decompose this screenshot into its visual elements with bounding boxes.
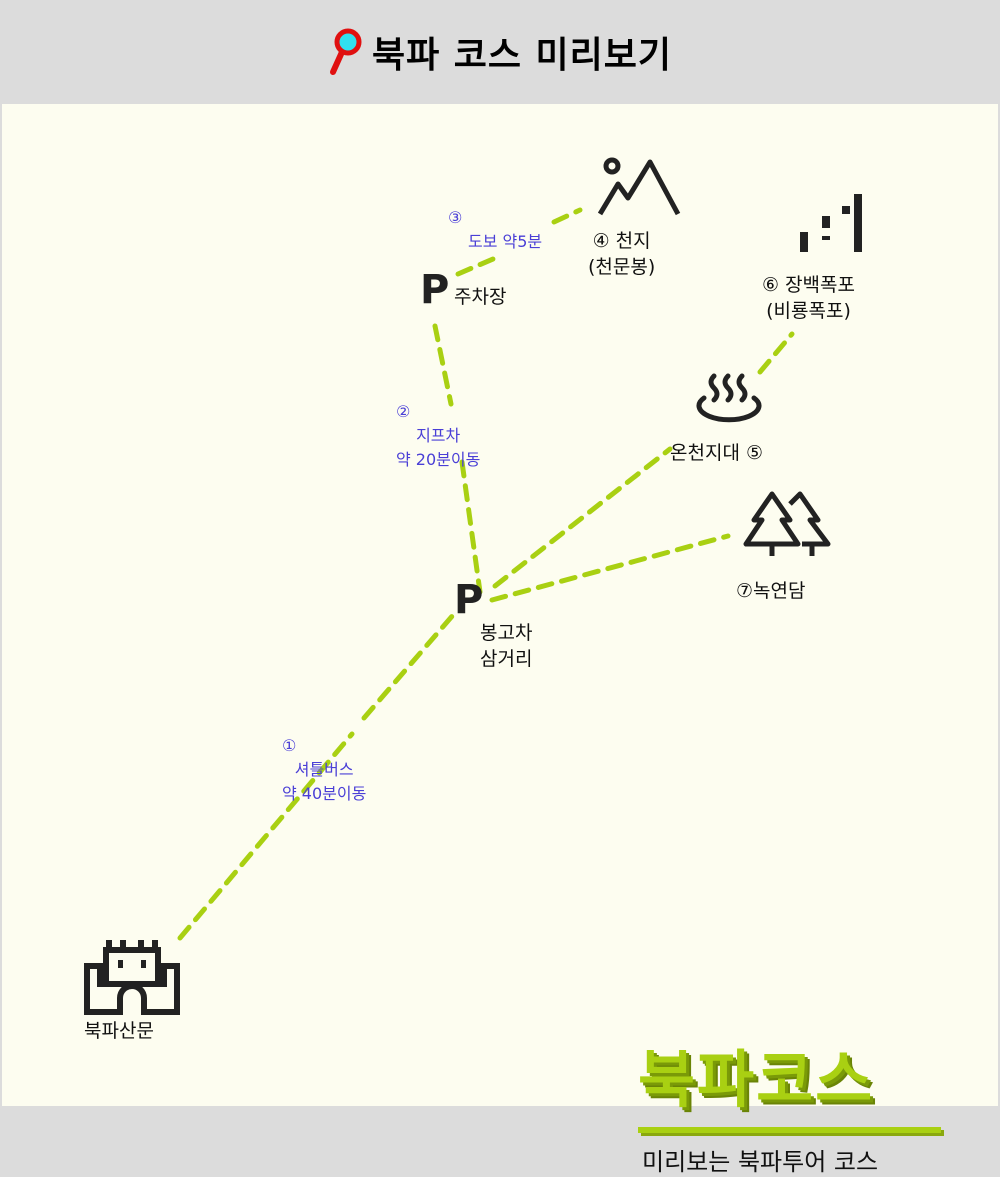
route-shuttle-line [361,611,457,721]
route-walk-line [455,253,503,277]
place-lake-label: ⑦녹연담 [736,580,806,602]
parking-icon: P [420,267,450,313]
brand-title: 북파코스 [638,1043,875,1116]
page-title: 북파 코스 미리보기 [371,35,673,76]
mountain-icon [598,157,681,216]
magnifier-icon [329,28,362,75]
brand-subtitle: 미리보는 북파투어 코스 [642,1148,879,1176]
route1-time: 약 40분이동 [282,784,367,803]
route1-number: ① [282,736,297,755]
course-map: 북파산문 P 봉고차 삼거리 P 주차장 ④ 천지 (천문봉) ⑥ 장백폭포 (… [2,104,998,1176]
header: 북파 코스 미리보기 [0,0,1000,104]
place-cheonji-line1: ④ 천지 [592,230,651,252]
brand-underline [638,1127,941,1133]
parking-icon: P [454,577,484,623]
route-waterfall-line [757,331,795,375]
route2-time: 약 20분이동 [396,450,481,469]
route2-number: ② [396,402,411,421]
route-lines [177,207,795,941]
place-waterfall-line1: ⑥ 장백폭포 [762,274,855,296]
place-parking-label: 주차장 [454,286,507,308]
castle-gate-icon [84,940,180,1015]
place-junction-line2: 삼거리 [480,648,533,670]
hot-spring-icon [696,373,762,423]
route-walk-line [551,207,583,225]
route-jeep-line [459,459,483,595]
place-junction-line1: 봉고차 [480,622,533,644]
route1-mode: 셔틀버스 [294,760,354,779]
route3-number: ③ [448,208,463,227]
waterfall-icon [800,194,862,252]
route-shuttle-line [177,731,355,941]
place-hotspring-label: 온천지대 ⑤ [670,442,763,464]
place-gate-label: 북파산문 [84,1020,154,1042]
route-lake-line [489,533,731,603]
route-hotspring-line [492,446,673,589]
place-cheonji-line2: (천문봉) [588,256,656,278]
route-jeep-line [432,323,454,407]
place-waterfall-line2: (비룡폭포) [766,300,851,322]
route3-mode: 도보 약5분 [468,232,543,251]
route2-mode: 지프차 [416,426,461,445]
forest-icon [743,491,831,556]
